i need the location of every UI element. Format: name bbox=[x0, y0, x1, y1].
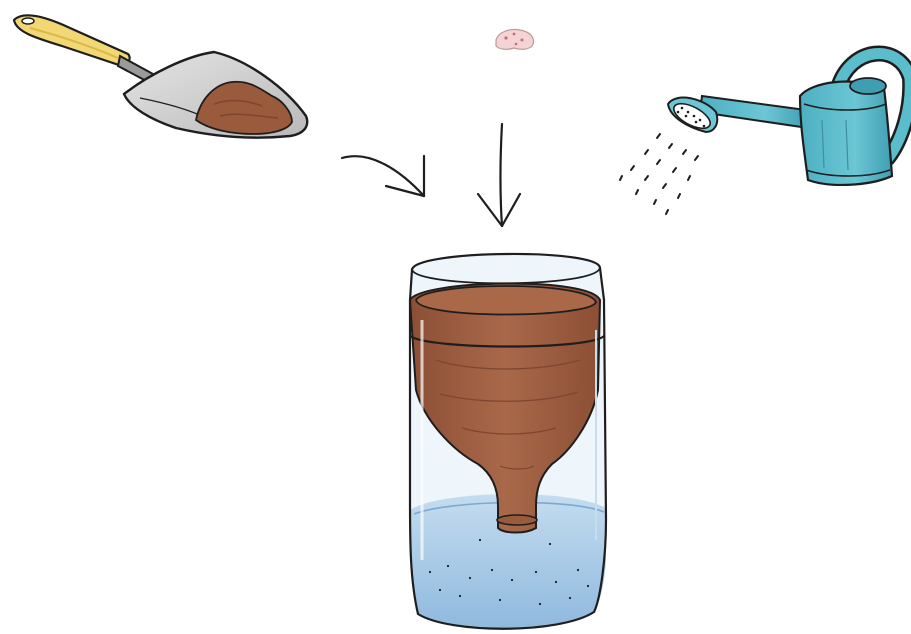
seed-icon bbox=[496, 29, 534, 49]
self-watering-bottle-planter-icon bbox=[410, 254, 606, 629]
watering-can-icon bbox=[620, 54, 910, 214]
arrow-from-trowel bbox=[342, 156, 424, 196]
trowel-with-soil-icon bbox=[14, 15, 307, 137]
arrow-from-seed bbox=[478, 124, 520, 226]
